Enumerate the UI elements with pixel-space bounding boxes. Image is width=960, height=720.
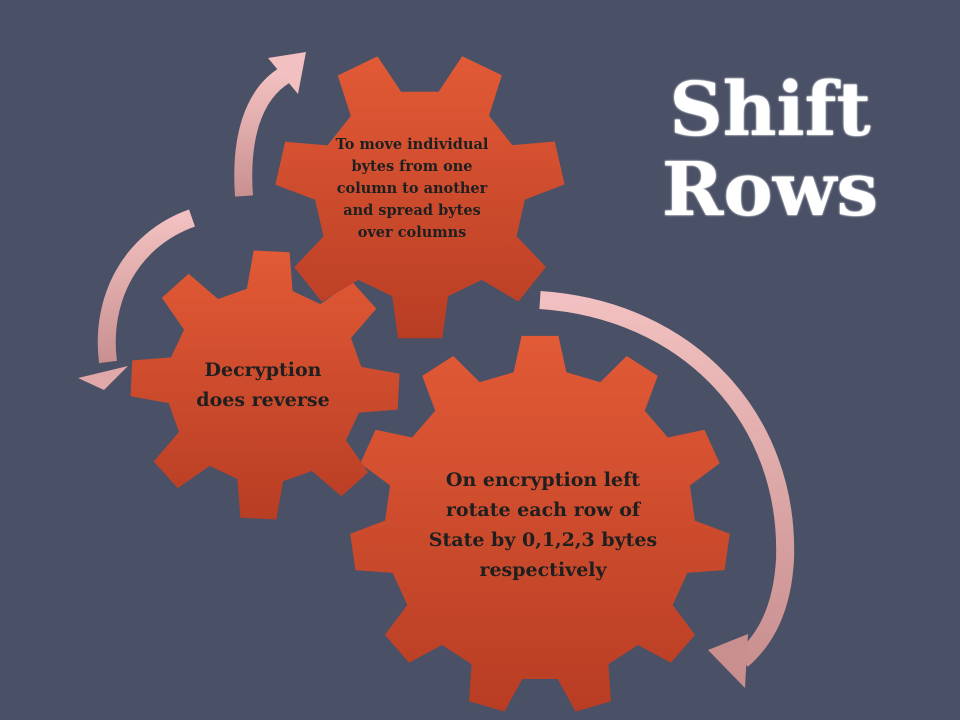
cycle-arrowhead-left xyxy=(78,366,128,390)
gear-small-label: To move individual bytes from one column… xyxy=(335,136,489,241)
gear-large-label: On encryption left rotate each row of St… xyxy=(428,469,658,581)
cycle-arrow-top xyxy=(234,67,291,197)
gear-medium-label: Decryption does reverse xyxy=(196,359,330,411)
gear-large-body xyxy=(350,335,730,712)
cycle-arrowhead-top xyxy=(268,52,306,94)
cycle-arrow-left xyxy=(97,209,196,364)
slide-title: Shift Rows xyxy=(661,67,879,233)
gear-large xyxy=(350,335,730,712)
gear-medium-body xyxy=(130,250,400,520)
gear-small-body xyxy=(275,56,565,339)
gear-medium xyxy=(130,250,400,520)
cycle-arrowhead-right xyxy=(708,634,748,688)
gear-small xyxy=(275,56,565,339)
cycle-arrow-right xyxy=(539,291,795,667)
